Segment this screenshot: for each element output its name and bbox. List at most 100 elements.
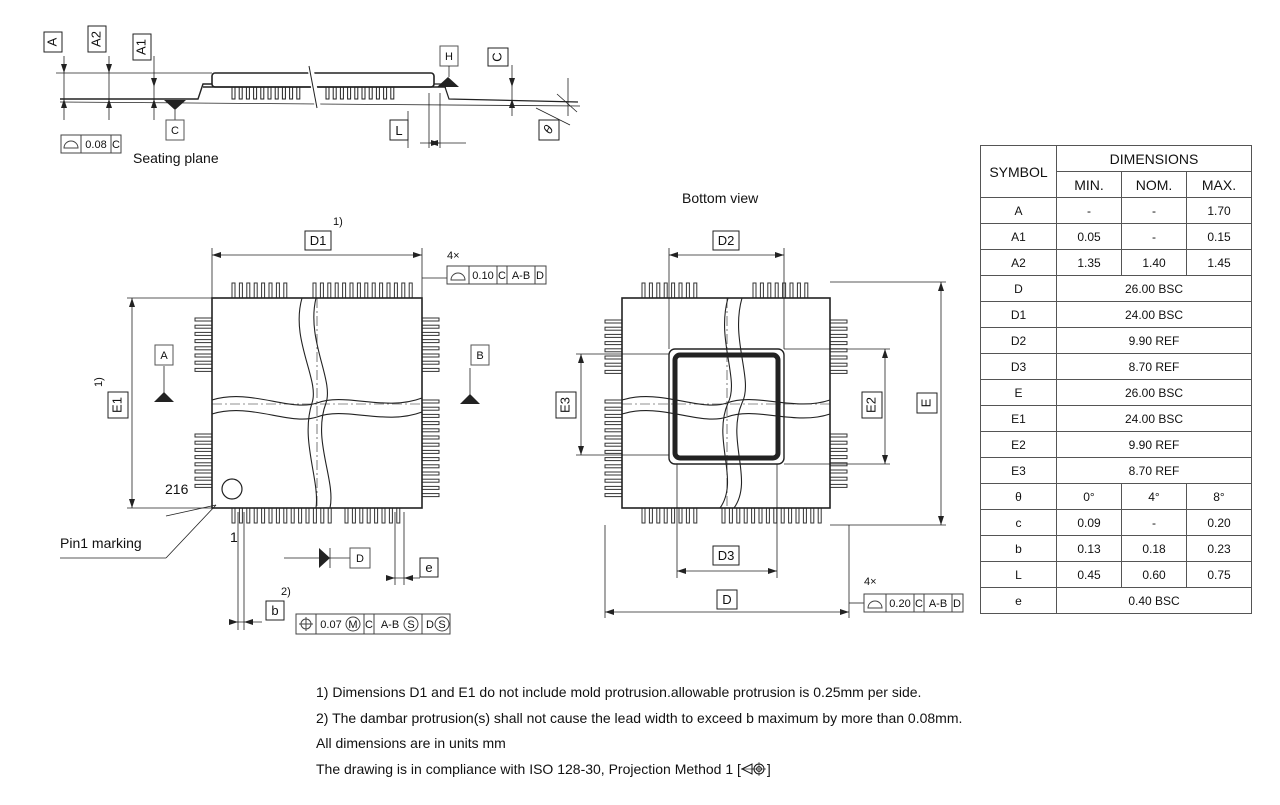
exposed-pad-inner <box>672 352 781 461</box>
top-profile-count: 4× <box>447 250 460 262</box>
lead <box>829 333 848 338</box>
lead <box>231 507 236 524</box>
lead <box>671 507 676 524</box>
datum-d: D <box>356 553 364 565</box>
label-d3: D3 <box>718 548 735 563</box>
cell-nom: 4° <box>1121 483 1187 510</box>
bottom-profile-count: 4× <box>864 576 877 588</box>
lead <box>253 86 258 100</box>
label-d: D <box>722 592 731 607</box>
lead <box>344 507 349 524</box>
lead <box>829 362 848 367</box>
side-view <box>59 65 581 109</box>
lead <box>401 282 406 299</box>
lead <box>604 471 623 476</box>
note-b: 2) <box>281 586 291 598</box>
lead <box>604 435 623 440</box>
lead <box>604 485 623 490</box>
position-value: 0.07 <box>320 619 341 631</box>
lead <box>421 493 440 498</box>
top-labels: D1 1) E1 1) A B D 216 1 Pin1 marking e b… <box>60 216 490 621</box>
cell-symbol: E <box>980 379 1057 406</box>
lead <box>260 86 265 100</box>
cell-nom: 0.60 <box>1121 561 1187 588</box>
note-iso: The drawing is in compliance with ISO 12… <box>316 757 962 783</box>
cell-symbol: A2 <box>980 249 1057 276</box>
lead <box>641 282 646 299</box>
cell-value: 9.90 REF <box>1056 327 1252 354</box>
label-b: b <box>271 603 278 618</box>
cell-max: 0.23 <box>1186 535 1252 562</box>
lead <box>604 421 623 426</box>
lead <box>359 507 364 524</box>
cell-value: 8.70 REF <box>1056 457 1252 484</box>
lead <box>364 282 369 299</box>
lead <box>194 476 213 481</box>
lead <box>604 326 623 331</box>
position-ref-d-mod: S <box>438 619 445 631</box>
cell-min: 0.13 <box>1056 535 1122 562</box>
lead <box>604 464 623 469</box>
lead <box>604 406 623 411</box>
lead <box>604 442 623 447</box>
datum-c: C <box>171 125 179 137</box>
lead <box>194 324 213 329</box>
bottom-profile-ref-ab: A-B <box>929 598 947 610</box>
lead <box>290 507 295 524</box>
lead <box>780 507 785 524</box>
lead <box>758 507 763 524</box>
lead <box>283 282 288 299</box>
cell-min: 0° <box>1056 483 1122 510</box>
lead <box>194 339 213 344</box>
label-a: A <box>44 37 59 46</box>
cell-symbol: L <box>980 561 1057 588</box>
cell-nom: 1.40 <box>1121 249 1187 276</box>
lead <box>194 346 213 351</box>
lead <box>802 507 807 524</box>
lead <box>194 331 213 336</box>
lead <box>361 86 366 100</box>
lead <box>319 282 324 299</box>
label-d1: D1 <box>310 233 327 248</box>
lead <box>268 507 273 524</box>
lead <box>320 507 325 524</box>
flatness-frame: 0.08 C <box>60 134 122 154</box>
position-ref-ab: A-B <box>381 619 399 631</box>
lead <box>374 507 379 524</box>
side-dimensions <box>56 56 578 148</box>
lead <box>390 86 395 100</box>
lead <box>379 282 384 299</box>
note-e1: 1) <box>93 377 105 387</box>
lead <box>421 413 440 418</box>
lead <box>693 507 698 524</box>
lead <box>383 86 388 100</box>
lead <box>671 282 676 299</box>
lead <box>261 282 266 299</box>
lead <box>283 507 288 524</box>
position-frame: 0.07 M C A-B S D S <box>295 613 451 635</box>
lead <box>238 282 243 299</box>
lead <box>356 282 361 299</box>
lead <box>788 507 793 524</box>
bottom-view <box>604 282 848 524</box>
cell-value: 26.00 BSC <box>1056 379 1252 406</box>
lead <box>421 317 440 322</box>
lead <box>817 507 822 524</box>
lead <box>194 440 213 445</box>
lead <box>194 353 213 358</box>
cell-symbol: A1 <box>980 223 1057 250</box>
lead <box>267 86 272 100</box>
bottom-profile-ref-d: D <box>953 598 961 610</box>
cell-min: 0.05 <box>1056 223 1122 250</box>
lead <box>796 282 801 299</box>
lead <box>604 348 623 353</box>
lead <box>604 457 623 462</box>
cell-nom: - <box>1121 223 1187 250</box>
lead <box>339 86 344 100</box>
lead <box>604 428 623 433</box>
